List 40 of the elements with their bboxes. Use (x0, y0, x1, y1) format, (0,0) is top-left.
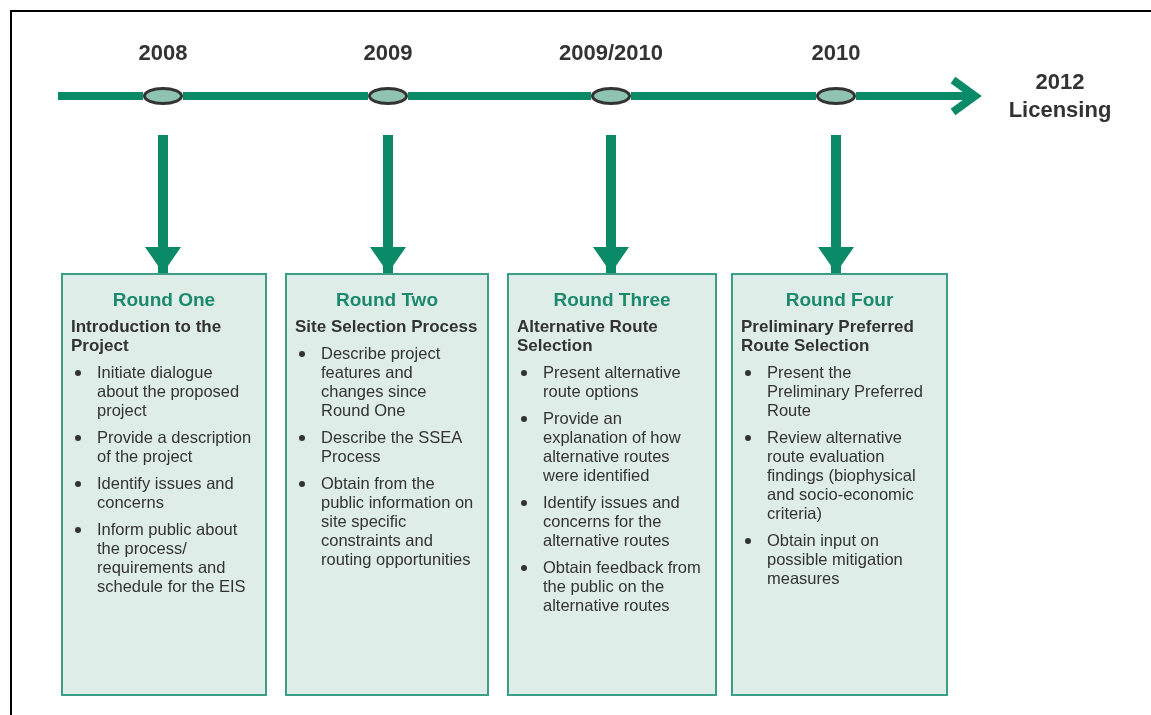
bullet-item: Describe project features and changes since Round One (295, 344, 479, 420)
year-label: 2008 (137, 39, 189, 67)
milestone-label: 2012 Licensing (1007, 68, 1113, 124)
bullet-item: Present the Preliminary Preferred Route (741, 363, 938, 420)
bullet-item: Obtain feedback from the public on the alternative routes (517, 558, 707, 615)
bullet-item: Provide a description of the project (71, 428, 257, 466)
bullet-item: Inform public about the process/ requirements and schedule for the EIS (71, 520, 257, 596)
round-subheading: Introduction to the Project (71, 317, 223, 355)
year-label: 2010 (810, 39, 862, 67)
round-heading: Round Four (784, 289, 895, 311)
down-arrow (593, 135, 629, 273)
bullet-item: Identify issues and concerns (71, 474, 257, 512)
timeline-marker (591, 87, 631, 105)
bullet-item: Review alternative route evaluation findings (biophysical and socio-economic criteria) (741, 428, 938, 523)
bullet-item: Obtain input on possible mitigation measures (741, 531, 938, 588)
bullet-item: Provide an explanation of how alternative routes were identified (517, 409, 707, 485)
timeline-arrow (856, 76, 979, 116)
round-heading: Round One (111, 289, 217, 311)
year-label: 2009/2010 (558, 39, 664, 67)
timeline-marker (368, 87, 408, 105)
timeline-marker (816, 87, 856, 105)
round-heading: Round Two (335, 289, 439, 311)
timeline-marker (143, 87, 183, 105)
bullet-item: Initiate dialogue about the proposed project (71, 363, 257, 420)
down-arrow (370, 135, 406, 273)
bullet-item: Identify issues and concerns for the alternative routes (517, 493, 707, 550)
round-subheading: Site Selection Process (295, 317, 479, 336)
round-box (61, 273, 267, 696)
bullet-item: Present alternative route options (517, 363, 707, 401)
round-subheading: Preliminary Preferred Route Selection (741, 317, 915, 355)
down-arrow (818, 135, 854, 273)
round-box (285, 273, 489, 696)
round-box (731, 273, 948, 696)
round-heading: Round Three (552, 289, 672, 311)
bullet-item: Describe the SSEA Process (295, 428, 479, 466)
down-arrow (145, 135, 181, 273)
round-box (507, 273, 717, 696)
bullet-item: Obtain from the public information on site specific constraints and routing opportunities (295, 474, 479, 569)
round-subheading: Alternative Route Selection (517, 317, 659, 355)
year-label: 2009 (362, 39, 414, 67)
